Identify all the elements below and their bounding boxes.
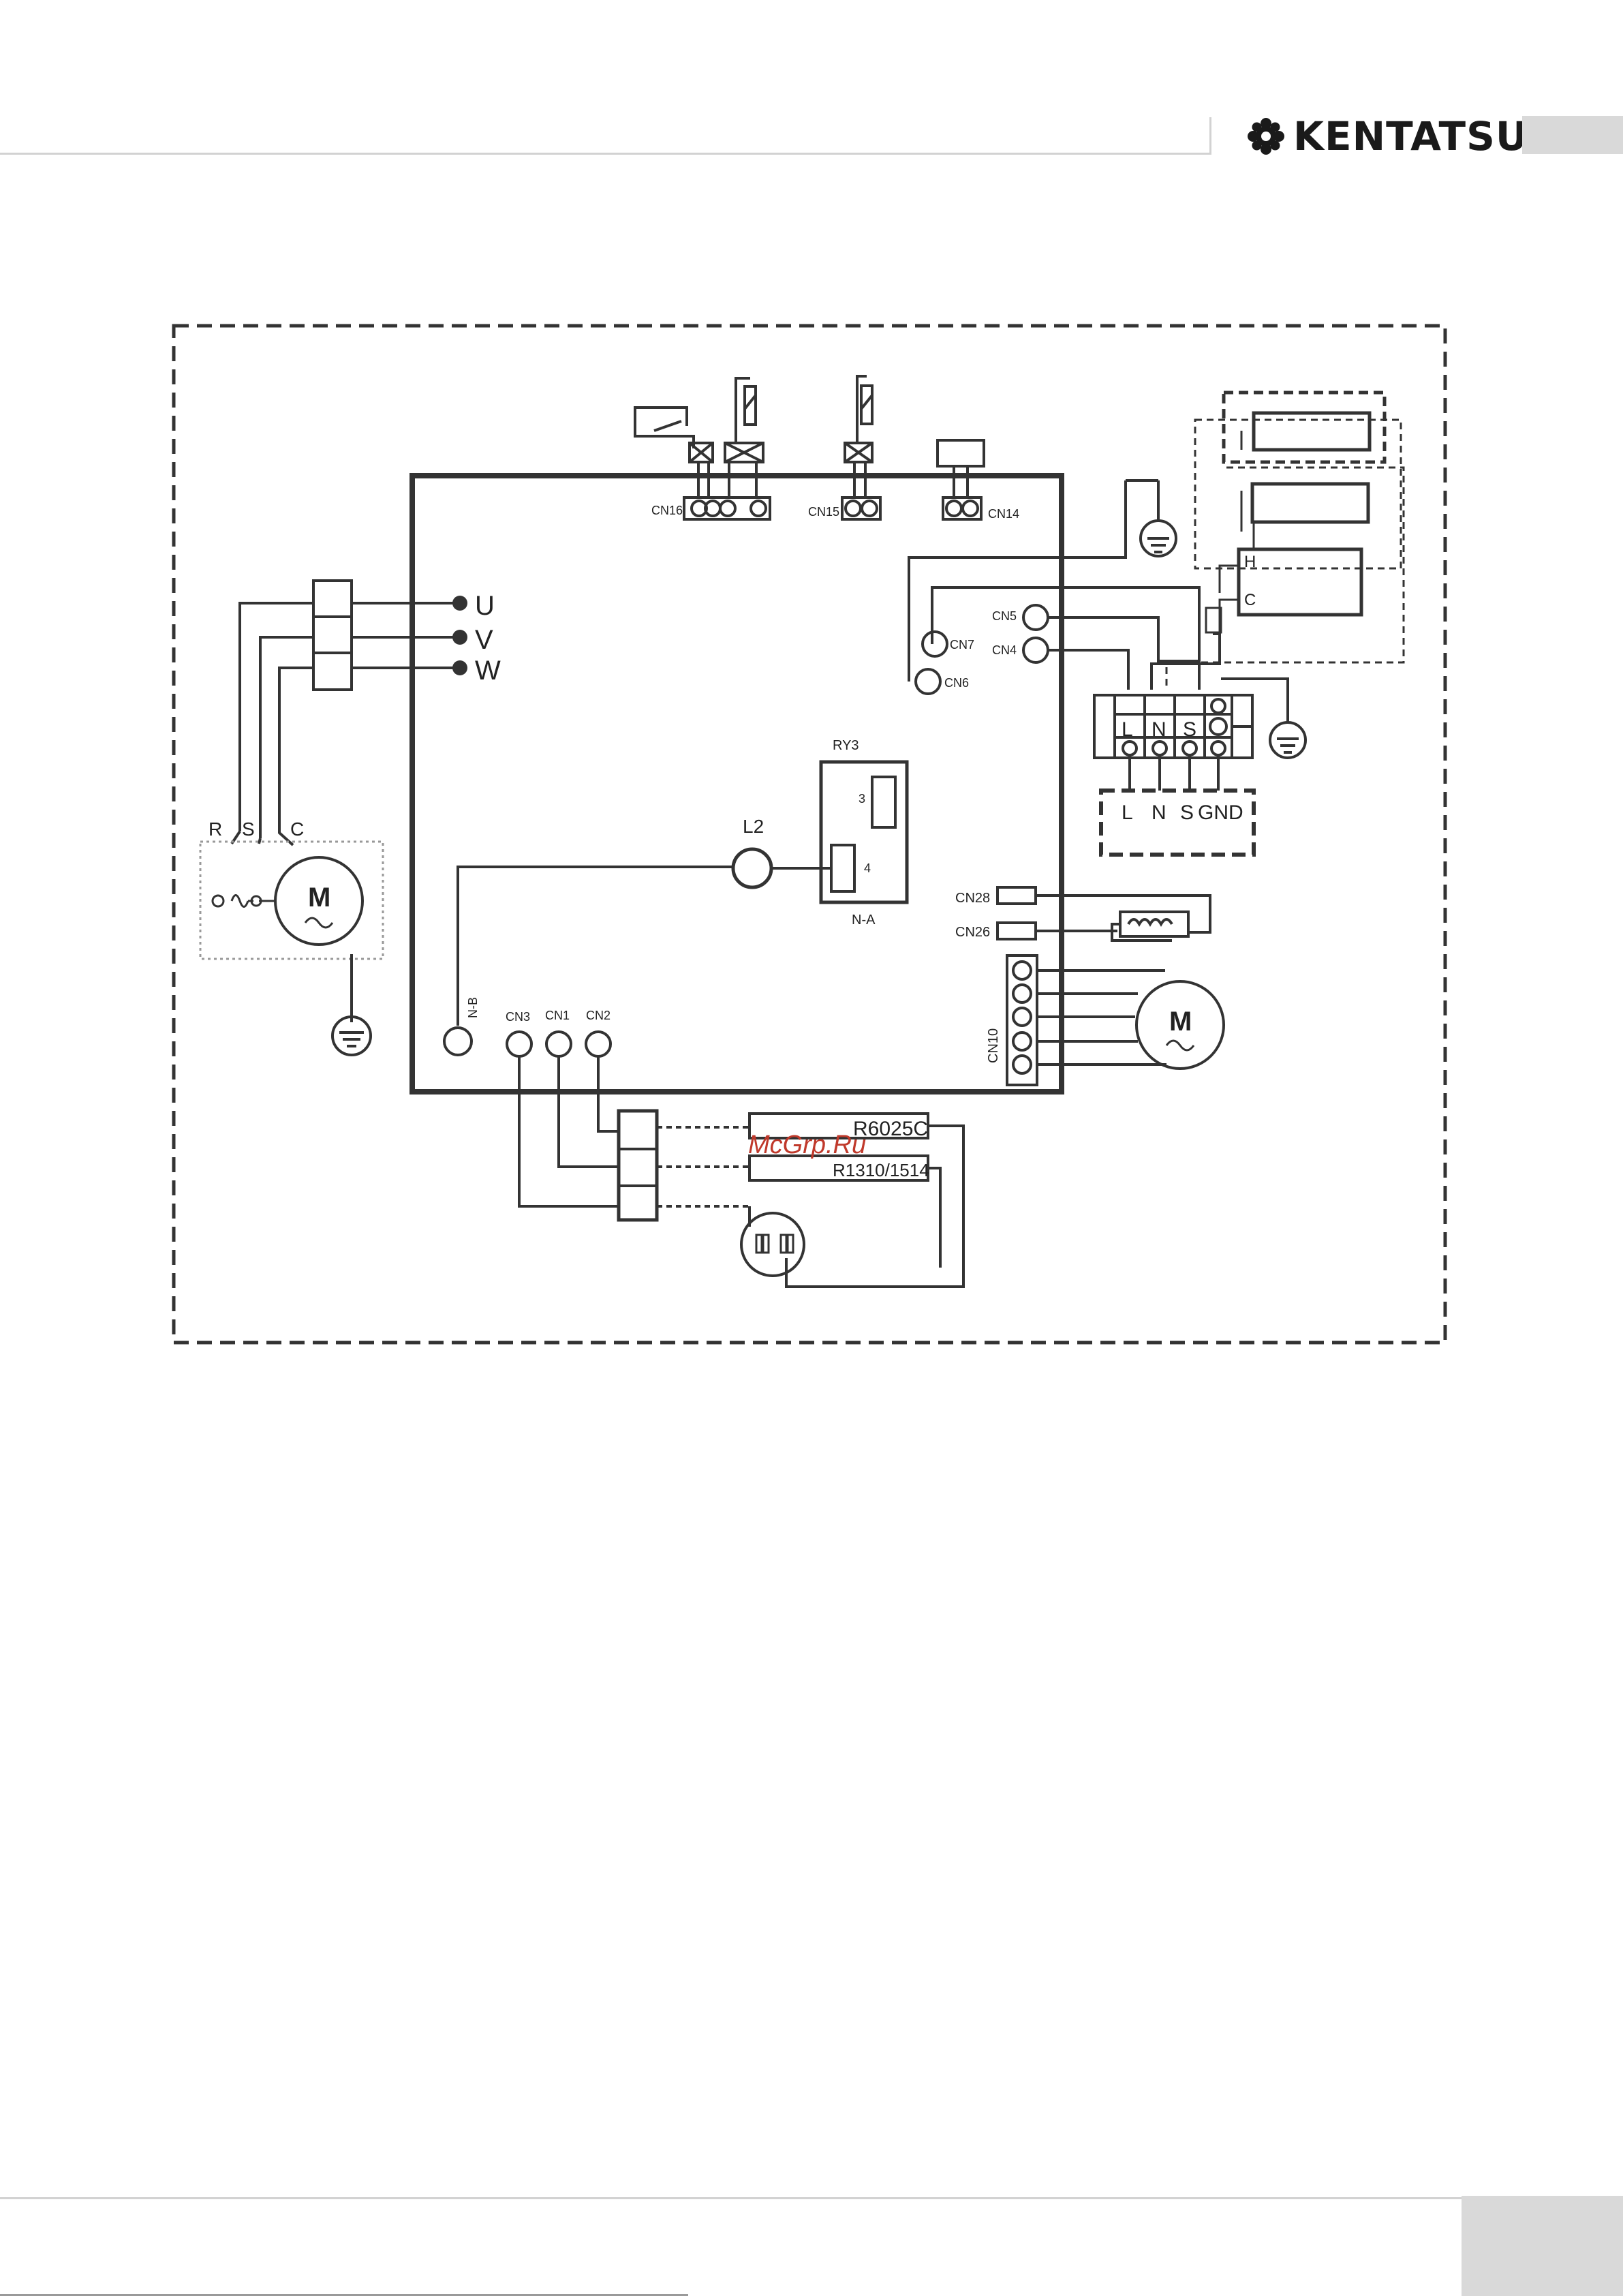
- cn4-label: CN4: [992, 643, 1017, 657]
- relay-pin4: 4: [864, 861, 871, 875]
- cn10-label: CN10: [986, 1028, 1001, 1063]
- terminal-w-label: W: [475, 656, 501, 686]
- outdoor-gnd-label: GND: [1198, 801, 1243, 824]
- cn5-label: CN5: [992, 609, 1017, 623]
- cn14-label: CN14: [988, 507, 1019, 521]
- cn2-label: CN2: [586, 1009, 610, 1022]
- cn15-label: CN15: [808, 505, 839, 519]
- terminal-u-label: U: [475, 591, 495, 621]
- tb-l-label: L: [1122, 718, 1133, 741]
- terminal-v-dot: [452, 630, 467, 645]
- watermark: McGrp.Ru: [748, 1131, 866, 1159]
- compressor-ground-icon: [333, 954, 371, 1055]
- lead-s-label: S: [242, 818, 255, 840]
- lead-r-label: R: [208, 818, 222, 840]
- outdoor-l-label: L: [1122, 801, 1133, 824]
- cn6-label: CN6: [944, 676, 969, 690]
- outdoor-s-label: S: [1180, 801, 1194, 824]
- nb-label: N-B: [466, 997, 480, 1018]
- cn26-label: CN26: [955, 925, 990, 940]
- compressor-box: [200, 842, 383, 959]
- capacitor-c-label: C: [1244, 591, 1256, 609]
- outdoor-n-label: N: [1151, 801, 1166, 824]
- cn28-label: CN28: [955, 891, 990, 906]
- fan-wiring: [998, 887, 1224, 1085]
- top-sensors: [635, 376, 984, 519]
- main-pcb: [412, 476, 1062, 1092]
- cn16-label: CN16: [651, 504, 683, 517]
- compressor-motor-symbol: M: [308, 883, 330, 913]
- fan-motor-symbol: M: [1169, 1007, 1192, 1037]
- cn3-label: CN3: [506, 1010, 530, 1024]
- footer-rule: [0, 2197, 1462, 2199]
- terminal-w-dot: [452, 660, 467, 675]
- lead-c-label: C: [290, 818, 304, 840]
- capacitor-group: [1166, 393, 1404, 690]
- terminal-u-dot: [452, 596, 467, 611]
- motor-ac-symbol: [305, 918, 333, 928]
- relay-name: RY3: [833, 738, 859, 753]
- cn1-label: CN1: [545, 1009, 570, 1022]
- cn7-label: CN7: [950, 638, 974, 652]
- l2-wiring: [444, 849, 831, 1055]
- compressor-wiring: [232, 581, 458, 845]
- footer-tab: [1462, 2196, 1623, 2296]
- relay-pin3: 3: [859, 792, 865, 806]
- protector-contact: [213, 896, 223, 906]
- relay-label: N-A: [852, 913, 876, 928]
- capacitor-h-label: H: [1244, 553, 1256, 571]
- bottom-wiring: [507, 1032, 963, 1287]
- l2-label: L2: [743, 816, 764, 837]
- tb-s-label: S: [1183, 718, 1196, 741]
- terminal-v-label: V: [475, 625, 493, 655]
- relay-ry3: [821, 762, 907, 902]
- tb-n-label: N: [1151, 718, 1166, 741]
- resistor-2-label: R1310/1514: [833, 1160, 929, 1180]
